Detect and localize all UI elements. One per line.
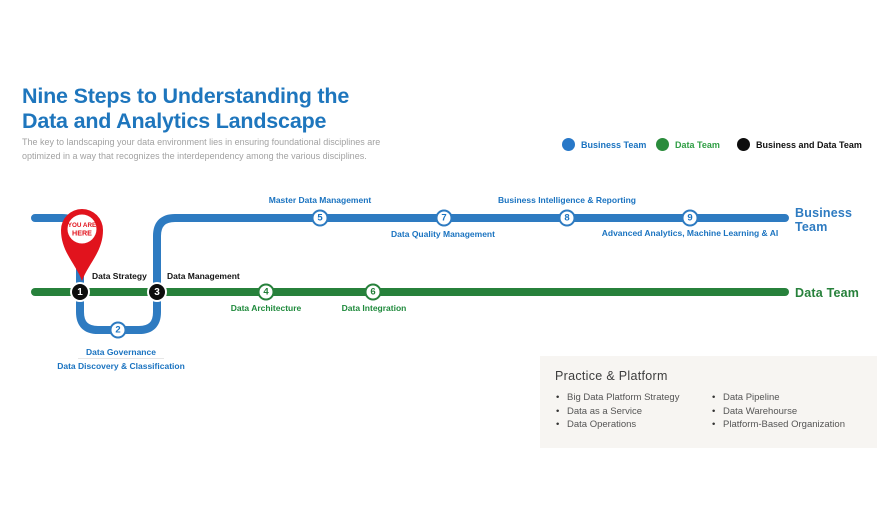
page-title-line1: Nine Steps to Understanding the bbox=[22, 84, 350, 108]
label-data-governance: Data Governance bbox=[86, 347, 156, 357]
label-data-management: Data Management bbox=[167, 271, 240, 281]
legend-item-business-and-data-team: Business and Data Team bbox=[737, 138, 862, 151]
data-team-dot-icon bbox=[656, 138, 669, 151]
practice-platform-list-right: Data Pipeline Data Warehourse Platform-B… bbox=[712, 391, 845, 432]
practice-platform-title: Practice & Platform bbox=[555, 369, 668, 383]
list-item: Big Data Platform Strategy bbox=[556, 391, 679, 405]
practice-platform-list-left: Big Data Platform Strategy Data as a Ser… bbox=[556, 391, 679, 432]
page-subtitle-line1: The key to landscaping your data environ… bbox=[22, 137, 381, 147]
label-business-intelligence-reporting: Business Intelligence & Reporting bbox=[498, 195, 636, 205]
data-team-line-label: Data Team bbox=[795, 286, 860, 300]
business-team-dot-icon bbox=[562, 138, 575, 151]
list-item: Data Operations bbox=[556, 418, 679, 432]
step-marker-6: 6 bbox=[364, 283, 382, 301]
page-subtitle: The key to landscaping your data environ… bbox=[22, 135, 380, 163]
you-are-here-pin-icon: YOU ARE HERE bbox=[61, 208, 103, 281]
page-subtitle-line2: optimized in a way that recognizes the i… bbox=[22, 151, 367, 161]
list-item: Data Pipeline bbox=[712, 391, 845, 405]
step-marker-8: 8 bbox=[558, 209, 576, 227]
step-marker-3: 3 bbox=[149, 284, 165, 300]
governance-label-divider bbox=[78, 358, 164, 359]
page-title: Nine Steps to Understanding the Data and… bbox=[22, 84, 349, 134]
page-title-line2: Data and Analytics Landscape bbox=[22, 109, 327, 133]
step-marker-2: 2 bbox=[109, 321, 127, 339]
business-team-line-label: Business Team bbox=[795, 206, 853, 234]
business-and-data-team-dot-icon bbox=[737, 138, 750, 151]
step-marker-7: 7 bbox=[435, 209, 453, 227]
label-data-integration: Data Integration bbox=[341, 303, 407, 313]
pin-text-line1: YOU ARE bbox=[68, 222, 96, 229]
legend-item-data-team: Data Team bbox=[656, 138, 720, 151]
label-master-data-management: Master Data Management bbox=[268, 195, 372, 205]
list-item: Data Warehourse bbox=[712, 405, 845, 419]
step-marker-5: 5 bbox=[311, 209, 329, 227]
step-marker-4: 4 bbox=[257, 283, 275, 301]
label-advanced-analytics-ml-ai: Advanced Analytics, Machine Learning & A… bbox=[601, 228, 779, 238]
list-item: Data as a Service bbox=[556, 405, 679, 419]
step-marker-9: 9 bbox=[681, 209, 699, 227]
practice-platform-panel: Practice & Platform Big Data Platform St… bbox=[540, 356, 877, 448]
label-data-quality-management: Data Quality Management bbox=[391, 229, 495, 239]
list-item: Platform-Based Organization bbox=[712, 418, 845, 432]
step-marker-1: 1 bbox=[72, 284, 88, 300]
label-data-architecture: Data Architecture bbox=[230, 303, 302, 313]
legend-label: Data Team bbox=[675, 139, 720, 150]
legend-label: Business Team bbox=[581, 139, 647, 150]
legend-item-business-team: Business Team bbox=[562, 138, 646, 151]
pin-text-line2: HERE bbox=[72, 229, 92, 238]
legend-label: Business and Data Team bbox=[756, 139, 862, 150]
label-data-discovery-classification: Data Discovery & Classification bbox=[57, 361, 185, 371]
label-data-strategy: Data Strategy bbox=[92, 271, 147, 281]
